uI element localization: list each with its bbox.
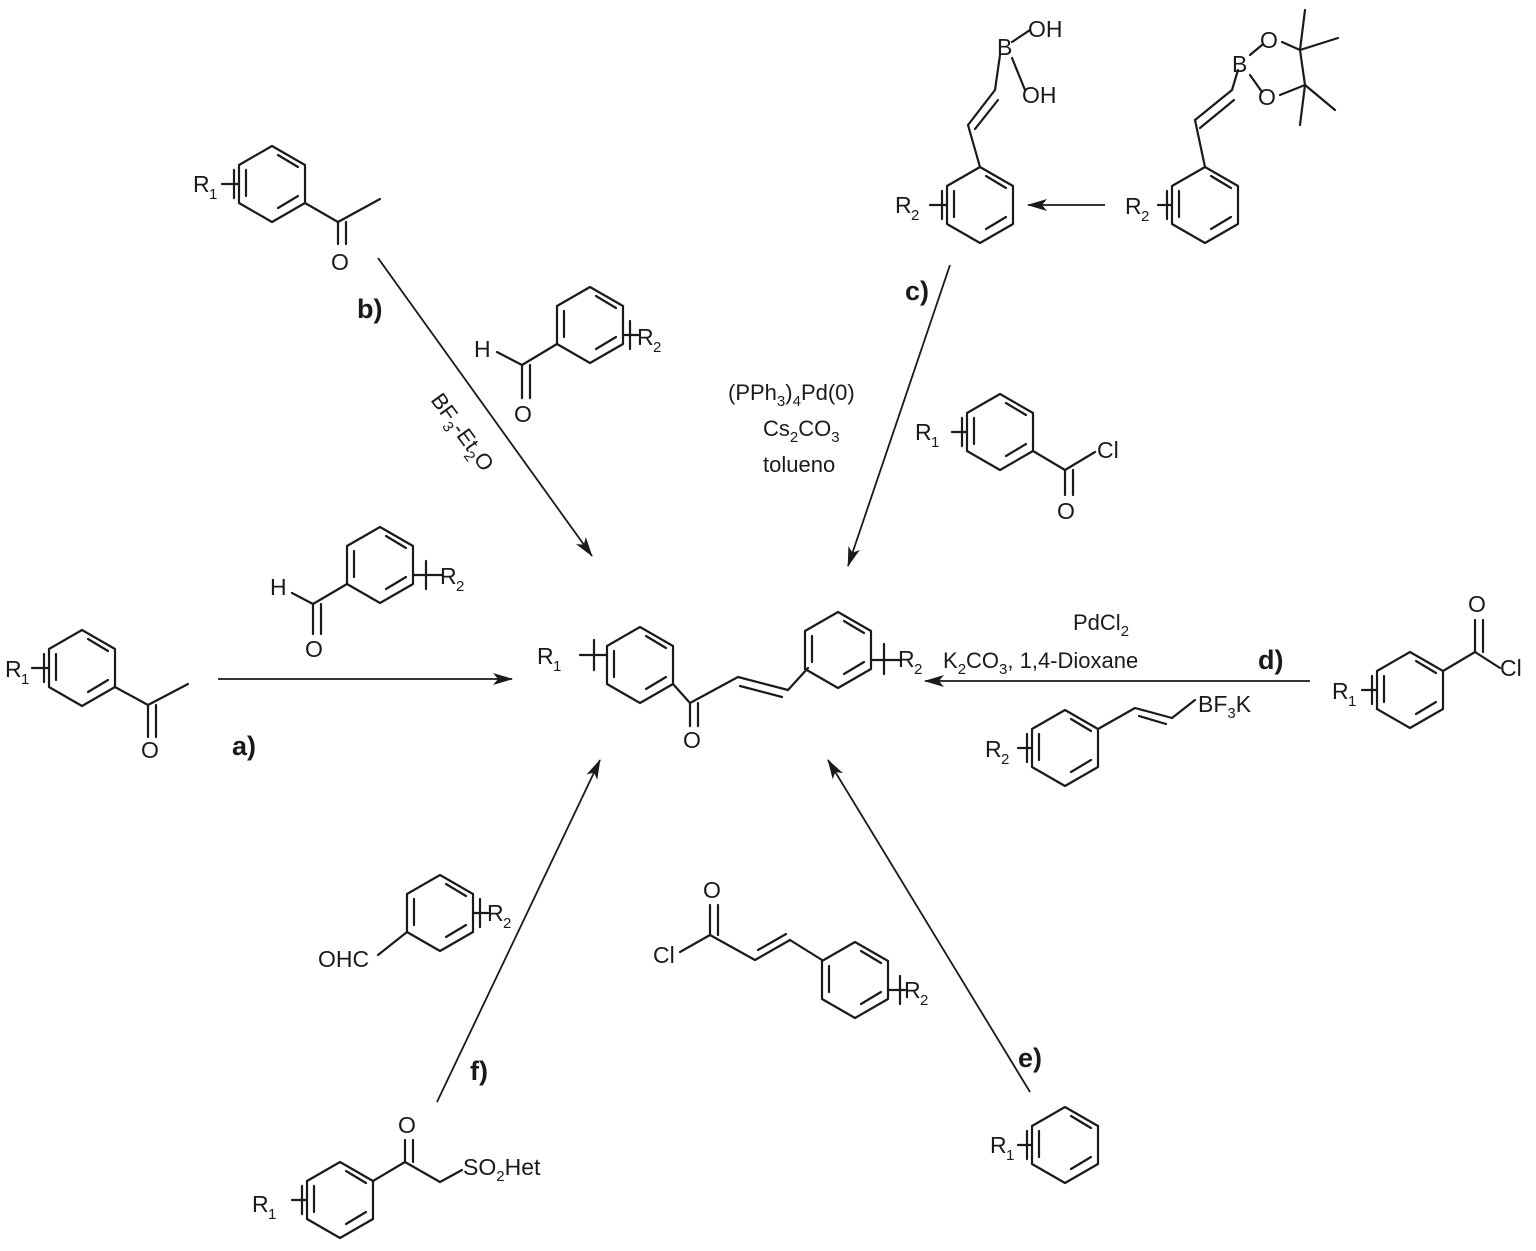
svg-text:R: R xyxy=(637,324,654,350)
svg-text:OH: OH xyxy=(1028,16,1063,42)
svg-text:O: O xyxy=(683,727,701,753)
arrow-b xyxy=(377,257,593,557)
reagent-d-line2: K2CO3, 1,4-Dioxane xyxy=(943,648,1138,678)
svg-text:O: O xyxy=(141,737,159,763)
svg-text:2: 2 xyxy=(503,915,511,932)
svg-text:R: R xyxy=(904,977,921,1003)
arrow-c xyxy=(847,264,951,567)
label-d: d) xyxy=(1258,645,1283,675)
svg-text:BF3-Et2O: BF3-Et2O xyxy=(422,388,499,478)
svg-text:Cl: Cl xyxy=(1500,655,1522,681)
route-a: R 1 O R 2 O H a) xyxy=(5,525,513,763)
svg-text:O: O xyxy=(1258,84,1276,110)
route-c: R 2 B OH OH R 2 B O O c) (P xyxy=(728,8,1340,567)
svg-text:2: 2 xyxy=(1141,208,1149,225)
atom-r2: R xyxy=(898,646,915,672)
svg-text:O: O xyxy=(305,636,323,662)
label-c: c) xyxy=(905,276,929,306)
svg-text:R: R xyxy=(1125,193,1142,219)
svg-text:2: 2 xyxy=(911,207,919,224)
svg-text:R: R xyxy=(1332,678,1349,704)
svg-text:O: O xyxy=(514,401,532,427)
svg-text:R: R xyxy=(440,563,457,589)
svg-text:OH: OH xyxy=(1022,82,1057,108)
label-a: a) xyxy=(232,731,256,761)
svg-text:1: 1 xyxy=(209,186,217,203)
svg-text:2: 2 xyxy=(456,578,464,595)
atom-r1: R xyxy=(537,643,554,669)
svg-text:O: O xyxy=(398,1112,416,1138)
label-e: e) xyxy=(1018,1043,1042,1073)
svg-text:O: O xyxy=(331,249,349,275)
svg-text:1: 1 xyxy=(21,671,29,688)
chalcone-product: R 1 O R 2 xyxy=(537,610,922,753)
svg-text:1: 1 xyxy=(553,658,561,675)
reagent-c-line1: (PPh3)4Pd(0) xyxy=(728,380,855,410)
svg-text:R: R xyxy=(990,1132,1007,1158)
svg-text:O: O xyxy=(1260,27,1278,53)
svg-text:Cl: Cl xyxy=(653,942,675,968)
svg-text:2: 2 xyxy=(653,339,661,356)
svg-text:R: R xyxy=(5,656,22,682)
svg-text:1: 1 xyxy=(931,434,939,451)
reagent-bf3-et2o: BF3-Et2O xyxy=(422,388,499,478)
reagent-c-line3: tolueno xyxy=(763,452,835,477)
svg-text:2: 2 xyxy=(914,661,922,678)
label-f: f) xyxy=(470,1056,488,1086)
reagent-c-line2: Cs2CO3 xyxy=(763,416,840,446)
svg-text:O: O xyxy=(1468,591,1486,617)
route-b: R 1 O R 2 O H b) BF3-Et2O xyxy=(193,144,661,557)
route-d: R 1 O Cl d) PdCl2 K2CO3, 1,4-Dioxane R 2… xyxy=(924,591,1522,788)
svg-text:R: R xyxy=(252,1191,269,1217)
svg-text:OHC: OHC xyxy=(318,946,369,972)
svg-text:1: 1 xyxy=(268,1206,276,1223)
svg-text:H: H xyxy=(474,336,491,362)
svg-text:O: O xyxy=(1057,498,1075,524)
svg-text:B: B xyxy=(997,34,1012,60)
svg-text:1: 1 xyxy=(1348,693,1356,710)
arrow-e xyxy=(827,759,1031,1093)
route-e: R 1 e) Cl O R 2 xyxy=(653,759,1100,1185)
reagent-bf3k: BF3K xyxy=(1198,691,1252,722)
svg-text:2: 2 xyxy=(1001,751,1009,768)
label-b: b) xyxy=(357,294,382,324)
arrow-f xyxy=(436,759,601,1103)
svg-text:H: H xyxy=(270,574,287,600)
route-f: R 2 OHC f) R 1 O SO2Het xyxy=(252,759,601,1240)
reagent-so2het: SO2Het xyxy=(463,1154,541,1185)
reagent-d-line1: PdCl2 xyxy=(1073,610,1129,640)
svg-text:Cl: Cl xyxy=(1097,437,1119,463)
svg-text:R: R xyxy=(895,192,912,218)
svg-text:B: B xyxy=(1232,51,1247,77)
svg-text:1: 1 xyxy=(1006,1147,1014,1164)
svg-text:R: R xyxy=(915,419,932,445)
svg-text:2: 2 xyxy=(920,992,928,1009)
svg-text:R: R xyxy=(487,900,504,926)
svg-text:R: R xyxy=(985,736,1002,762)
svg-text:R: R xyxy=(193,171,210,197)
svg-text:O: O xyxy=(703,877,721,903)
